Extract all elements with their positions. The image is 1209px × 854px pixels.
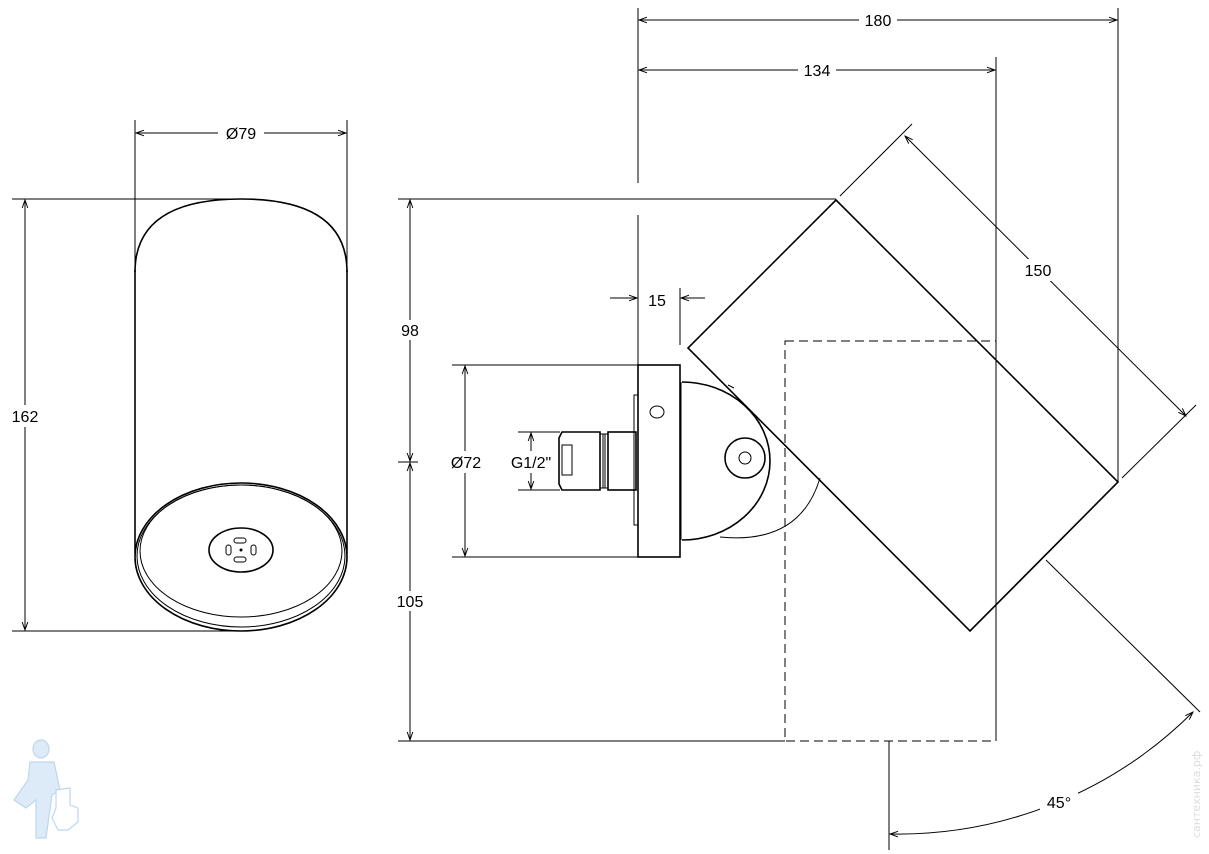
spray-face-inner <box>139 484 343 618</box>
swivel-rotated-outline <box>719 477 821 539</box>
reach-134-label: 134 <box>804 63 831 80</box>
watermark: сантехника.рф <box>1190 751 1203 838</box>
height-98-label: 98 <box>401 323 419 340</box>
shower-head-vertical-position <box>784 340 997 742</box>
diameter-79-label: Ø79 <box>226 126 256 143</box>
diameter-72-label: Ø72 <box>451 455 481 472</box>
nozzle-plate <box>208 527 274 573</box>
depth-15-label: 15 <box>648 293 666 310</box>
reach-180-label: 180 <box>865 13 892 30</box>
side-view: 98 105 Ø72 G1/2" 15 <box>392 8 1201 850</box>
front-view: Ø79 162 <box>8 120 348 632</box>
thread-label: G1/2" <box>511 455 551 472</box>
swivel-joint <box>681 381 771 541</box>
angle-45-label: 45° <box>1047 795 1071 812</box>
thread-connector <box>558 431 601 491</box>
swivel-pivot <box>724 437 766 479</box>
height-162-label: 162 <box>12 409 39 426</box>
flange-hole <box>649 405 665 419</box>
wall-flange <box>637 364 681 558</box>
plumber-logo <box>13 739 79 839</box>
height-105-label: 105 <box>397 594 424 611</box>
length-150-label: 150 <box>1025 263 1052 280</box>
cylinder-top-arc <box>134 198 348 273</box>
